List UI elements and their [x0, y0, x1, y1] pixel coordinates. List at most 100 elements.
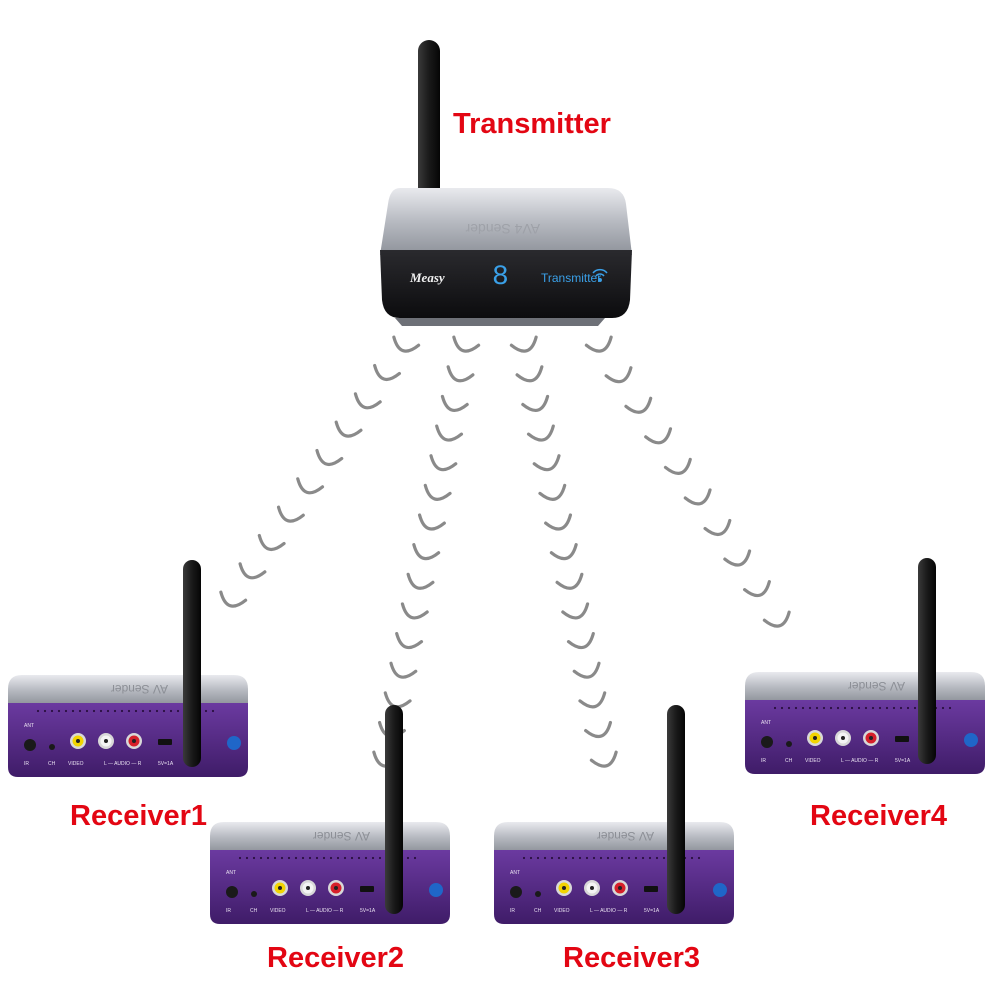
- signal-wave-icon: [446, 365, 475, 383]
- rx-port-label: 5V=1A: [158, 761, 174, 767]
- antenna-icon: [667, 705, 685, 914]
- signal-wave-icon: [589, 750, 618, 768]
- rx-top-text: AV Sender: [111, 682, 168, 696]
- signal-wave-icon: [238, 562, 267, 580]
- signal-wave-icon: [561, 602, 590, 620]
- rx-port-label: VIDEO: [554, 908, 570, 914]
- signal-wave-icon: [584, 335, 613, 353]
- antenna-icon: [418, 40, 440, 210]
- rx-port-label: CH: [534, 908, 542, 914]
- signal-wave-icon: [584, 720, 613, 739]
- rca-jack-icon: [272, 880, 288, 896]
- signal-wave-icon: [544, 513, 573, 531]
- rca-jack-icon: [807, 730, 823, 746]
- signal-wave-icon: [392, 335, 421, 353]
- rx-port-label: CH: [48, 761, 56, 767]
- rx-port-label: ANT: [510, 870, 520, 876]
- transmitter-label: Transmitter: [453, 108, 611, 140]
- rx-port-label: ANT: [24, 723, 34, 729]
- signal-wave-icon: [578, 691, 607, 709]
- signal-wave-icon: [440, 394, 469, 412]
- signal-wave-icon: [412, 543, 441, 561]
- signal-wave-icon: [315, 448, 344, 467]
- tx-display-digit: 8: [492, 262, 509, 293]
- signal-wave-icon: [296, 477, 325, 495]
- signal-wave-icon: [663, 457, 692, 475]
- signal-wave-icon: [417, 513, 446, 531]
- rca-jack-icon: [612, 880, 628, 896]
- rx-port-label: CH: [785, 758, 793, 764]
- signal-wave-icon: [762, 610, 791, 628]
- receiver1-label: Receiver1: [70, 800, 208, 832]
- rx-port-label: CH: [250, 908, 258, 914]
- signal-wave-icon: [452, 335, 481, 353]
- signal-wave-icon: [555, 572, 584, 590]
- rca-jack-icon: [584, 880, 600, 896]
- rx-port-label: 5V=1A: [644, 908, 660, 914]
- signal-wave-icon: [509, 335, 538, 353]
- antenna-icon: [183, 560, 201, 767]
- receiver2-label: Receiver2: [267, 942, 405, 974]
- rx-port-label: L — AUDIO — R: [590, 908, 628, 914]
- signal-wave-icon: [257, 533, 286, 552]
- rx-port-label: VIDEO: [68, 761, 84, 767]
- tx-top-text: AV4 Sender: [465, 221, 540, 237]
- rca-jack-icon: [863, 730, 879, 746]
- signal-wave-icon: [604, 366, 633, 384]
- signal-wave-icon: [572, 661, 601, 679]
- rx-port-label: VIDEO: [805, 758, 821, 764]
- rca-jack-icon: [328, 880, 344, 896]
- rx-top-text: AV Sender: [848, 679, 905, 693]
- rx-port-label: 5V=1A: [360, 908, 376, 914]
- signal-wave-icon: [566, 632, 595, 650]
- signal-wave-icon: [429, 454, 458, 472]
- signal-wave-icon: [353, 392, 382, 410]
- signal-wave-icon: [683, 488, 712, 506]
- signal-wave-icon: [532, 454, 561, 472]
- rx-port-label: ANT: [761, 720, 771, 726]
- signal-wave-icon: [515, 365, 544, 383]
- rca-jack-icon: [126, 733, 142, 749]
- antenna-icon: [385, 705, 403, 914]
- signal-wave-icon: [219, 590, 248, 608]
- signal-wave-icon: [373, 363, 401, 382]
- signal-wave-icon: [423, 483, 452, 501]
- rca-jack-icon: [70, 733, 86, 749]
- signal-wave-icon: [521, 394, 550, 412]
- signal-wave-icon: [395, 632, 424, 650]
- signal-wave-icon: [624, 396, 653, 414]
- rx-port-label: IR: [226, 908, 231, 914]
- rx-port-label: VIDEO: [270, 908, 286, 914]
- rx-port-label: 5V=1A: [895, 758, 911, 764]
- signal-wave-icon: [389, 661, 418, 679]
- receiver4-label: Receiver4: [810, 800, 948, 832]
- signal-wave-icon: [703, 518, 732, 537]
- rx-top-text: AV Sender: [597, 829, 654, 843]
- rca-jack-icon: [98, 733, 114, 749]
- antenna-icon: [918, 558, 936, 764]
- rca-jack-icon: [835, 730, 851, 746]
- signal-wave-icon: [334, 420, 363, 438]
- rx-port-label: IR: [510, 908, 515, 914]
- signal-wave-icon: [723, 549, 752, 567]
- rx-port-label: L — AUDIO — R: [841, 758, 879, 764]
- rx-port-label: ANT: [226, 870, 236, 876]
- signal-wave-icon: [276, 505, 305, 523]
- receiver3-label: Receiver3: [563, 942, 701, 974]
- rca-jack-icon: [556, 880, 572, 896]
- tx-display-text: Transmitter: [541, 271, 601, 285]
- signal-wave-icon: [538, 483, 567, 501]
- rx-port-label: IR: [761, 758, 766, 764]
- signal-wave-icon: [526, 424, 555, 442]
- signal-wave-icon: [435, 424, 464, 442]
- wifi-icon: [592, 268, 608, 282]
- rx-port-label: IR: [24, 761, 29, 767]
